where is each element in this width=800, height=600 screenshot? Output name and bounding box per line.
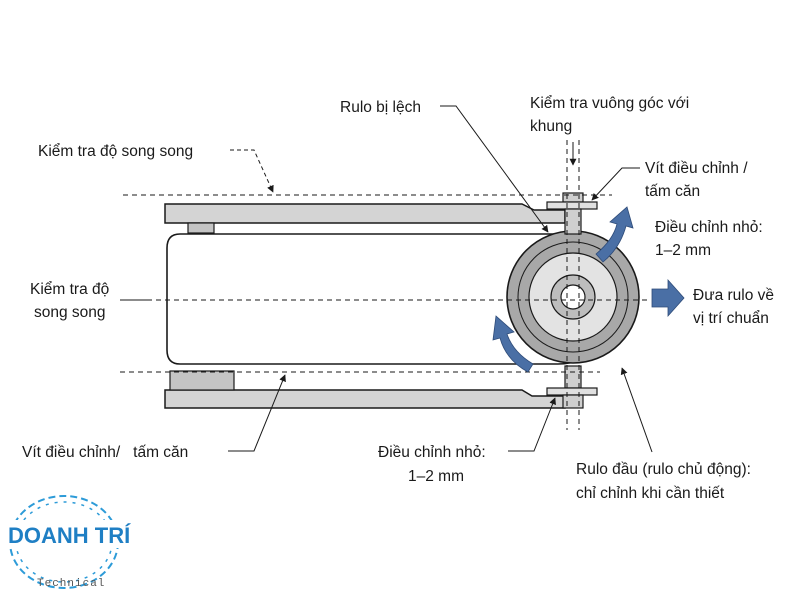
tail-block-bottom <box>169 370 235 391</box>
move-roller-arrow <box>651 278 685 318</box>
label-head-roller-1: Rulo đầu (rulo chủ động): <box>576 461 751 478</box>
fine-adjust-arrow-top <box>595 206 634 263</box>
label-adjust-screw-top-1: Vít điều chỉnh / <box>645 160 748 177</box>
label-fine-adjust-bottom-1: Điều chỉnh nhỏ: <box>378 444 486 461</box>
fine-adjust-arrow-bottom <box>492 315 534 373</box>
label-check-perpendicular-1: Kiểm tra vuông góc với <box>530 95 689 112</box>
leader-fine-adjust-bottom <box>508 397 556 452</box>
top-frame-rail <box>164 203 566 224</box>
label-move-roller-2: vị trí chuẩn <box>693 310 769 327</box>
leader-adjust-screw-bottom <box>228 374 286 452</box>
label-check-parallel-left-2: song song <box>34 304 106 321</box>
adjust-bolt-bottom <box>546 365 598 409</box>
bottom-frame-rail <box>164 389 566 409</box>
leader-adjust-screw-top <box>591 167 640 201</box>
logo-name: DOANH TRÍ <box>8 523 131 548</box>
label-check-parallel-top: Kiểm tra độ song song <box>38 143 193 160</box>
leader-head-roller <box>620 367 653 453</box>
label-move-roller-1: Đưa rulo về <box>693 287 774 304</box>
label-fine-adjust-top-1: Điều chỉnh nhỏ: <box>655 219 763 236</box>
leader-misaligned-roller <box>440 105 549 233</box>
label-head-roller-2: chỉ chỉnh khi cần thiết <box>576 485 725 502</box>
label-misaligned-roller: Rulo bị lệch <box>340 99 421 116</box>
label-fine-adjust-top-2: 1–2 mm <box>655 242 711 259</box>
adjust-bolt-top <box>546 192 598 235</box>
label-adjust-screw-bottom: Vít điều chỉnh/ tấm căn <box>22 444 188 461</box>
head-roller <box>506 230 640 364</box>
label-adjust-screw-top-2: tấm căn <box>645 183 700 200</box>
doanh-tri-logo: DOANH TRÍ Technical <box>4 495 131 590</box>
label-check-parallel-left-1: Kiểm tra độ <box>30 281 109 298</box>
leader-check-parallel-top <box>230 149 274 193</box>
logo-tagline: Technical <box>37 578 105 590</box>
tail-block-top <box>187 222 215 234</box>
label-fine-adjust-bottom-2: 1–2 mm <box>408 468 464 485</box>
label-check-perpendicular-2: khung <box>530 118 572 135</box>
